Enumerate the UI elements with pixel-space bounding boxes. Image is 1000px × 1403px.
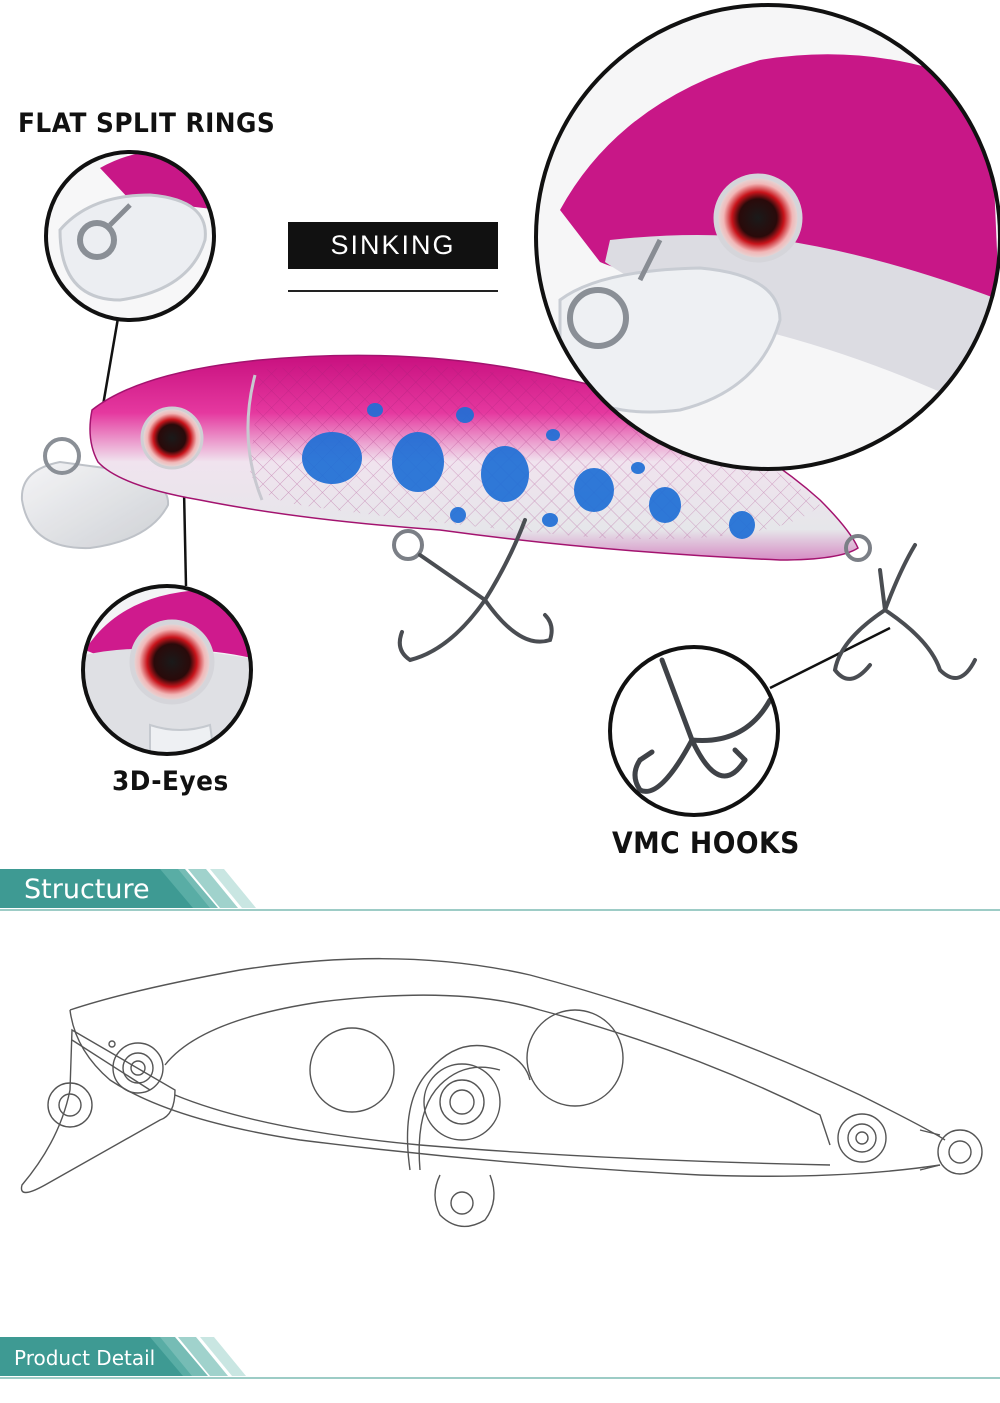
structure-title: Structure [24,873,150,905]
lure-illustration [20,3,1000,817]
structure-band-graphic [0,869,1000,911]
sinking-underline [288,290,498,292]
structure-section-header: Structure [0,868,1000,912]
zoom-hook-circle [608,645,780,817]
tail-hook [832,543,977,681]
zoom-head-circle [534,3,1000,471]
flat-split-rings-label: FLAT SPLIT RINGS [18,108,276,139]
product-detail-section-header: Product Detail [0,1336,1000,1380]
belly-hook [392,518,554,663]
detail-band-graphic [0,1337,1000,1379]
zoom-split-ring-circle [44,150,216,322]
lure-body [20,354,977,681]
blue-spots [302,403,755,539]
product-detail-title: Product Detail [14,1346,156,1370]
3d-eyes-label: 3D-Eyes [112,766,229,797]
sinking-badge: SINKING [288,222,498,269]
zoom-eye-circle [81,584,253,756]
lure-eye [140,406,204,470]
vmc-hooks-label: VMC HOOKS [612,826,800,860]
structure-diagram [20,957,983,1228]
